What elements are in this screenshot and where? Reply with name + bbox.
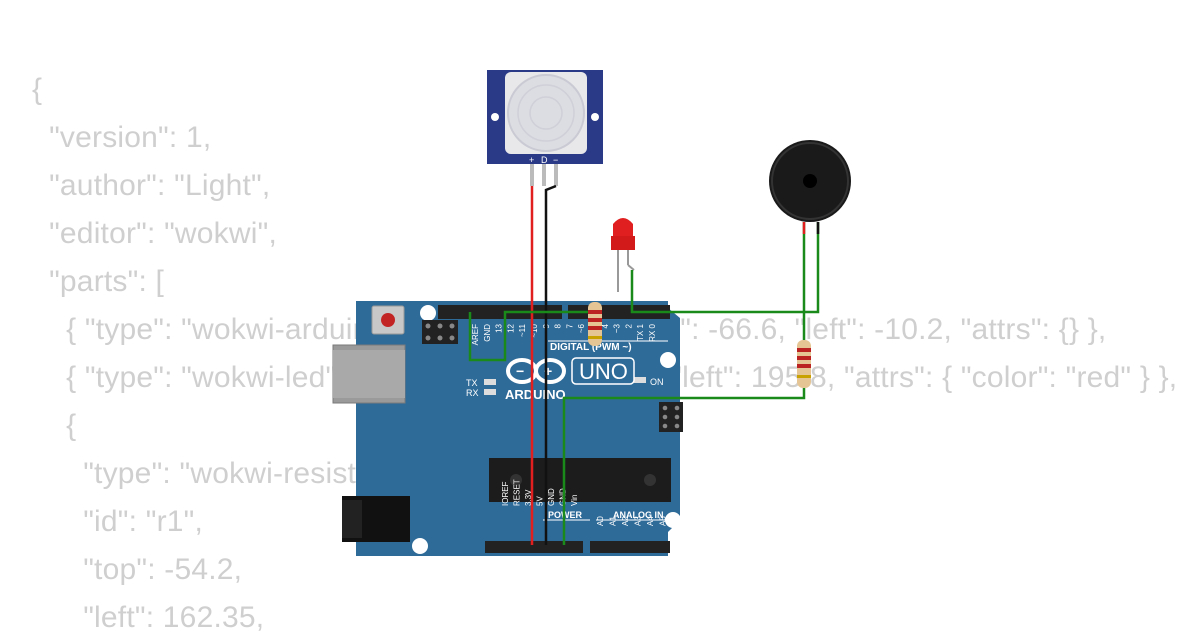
pin-label: GND xyxy=(547,488,556,506)
code-line: { xyxy=(32,409,77,442)
svg-text:+: + xyxy=(544,363,552,379)
pin-label: ~3 xyxy=(613,323,622,333)
wire-led-green xyxy=(468,310,596,362)
pin-label: 5V xyxy=(536,496,545,506)
mounting-hole xyxy=(660,352,676,368)
pin-label: A5 xyxy=(659,516,668,526)
atmega-chip xyxy=(489,458,671,502)
pin-label: GND xyxy=(483,324,492,342)
icsp-header xyxy=(422,320,458,344)
code-line: "id": "r1", xyxy=(32,505,204,538)
resistor-buzzer[interactable] xyxy=(797,340,811,388)
code-line: "left": 162.35, xyxy=(32,601,265,634)
code-line: "editor": "wokwi", xyxy=(32,217,277,250)
wires xyxy=(468,184,820,545)
svg-text:ON: ON xyxy=(650,377,664,387)
pin-label: A0 xyxy=(596,516,605,526)
pin-label: Vin xyxy=(570,495,579,506)
pin-label: 2 xyxy=(624,323,633,328)
code-line: "parts": [ xyxy=(32,265,165,298)
pin-label: ~11 xyxy=(518,323,527,337)
code-line: "top": -54.2, xyxy=(32,553,243,586)
svg-text:TX: TX xyxy=(466,378,478,388)
on-led: ON xyxy=(634,377,664,387)
code-line: "author": "Light", xyxy=(32,169,271,202)
pin-label: IOREF xyxy=(501,481,510,506)
pin-label: TX 1 xyxy=(636,323,645,340)
pin-label: A2 xyxy=(621,516,630,526)
pir-pin-vcc: + xyxy=(529,155,534,165)
digital-label: DIGITAL (PWM ~) xyxy=(550,342,632,353)
pin-label: A4 xyxy=(646,516,655,526)
pin-label: RX 0 xyxy=(648,323,657,341)
rx-led: RX xyxy=(466,388,496,398)
svg-text:−: − xyxy=(516,363,524,379)
reset-button[interactable] xyxy=(371,305,405,335)
pin-label: 3.3V xyxy=(524,489,533,506)
pin-label: 13 xyxy=(495,323,504,332)
code-line: { xyxy=(32,73,43,106)
svg-text:RX: RX xyxy=(466,388,479,398)
pin-label: AREF xyxy=(471,324,480,345)
pir-pin-data: D xyxy=(541,155,548,165)
pin-label: A1 xyxy=(609,516,618,526)
arduino-logo: − + xyxy=(506,358,566,384)
pin-label: 7 xyxy=(565,323,574,328)
icsp-header-right xyxy=(659,402,683,432)
pir-dome xyxy=(507,74,585,152)
pin-label: ~6 xyxy=(577,323,586,333)
wire-led-resistor xyxy=(630,222,820,314)
wire-gnd xyxy=(544,184,557,545)
analog-label: ANALOG IN xyxy=(613,510,664,520)
pin-label: ~10 xyxy=(530,323,539,337)
mounting-hole xyxy=(412,538,428,554)
pin-label: 12 xyxy=(506,323,515,332)
mounting-hole xyxy=(665,512,681,528)
pin-label: 4 xyxy=(601,323,610,328)
pir-sensor[interactable]: + D − xyxy=(487,70,603,186)
piezo-buzzer[interactable] xyxy=(769,140,851,222)
analog-header[interactable] xyxy=(590,541,670,553)
pin-label: 8 xyxy=(554,323,563,328)
pin-label: A3 xyxy=(634,516,643,526)
power-label: POWER xyxy=(548,510,583,520)
power-header[interactable] xyxy=(485,541,583,553)
pin-label: RESET xyxy=(513,479,522,506)
resistor-led[interactable] xyxy=(588,302,602,346)
pir-pins xyxy=(530,164,558,186)
pir-pin-gnd: − xyxy=(553,155,558,165)
uno-model-label: UNO xyxy=(579,359,628,384)
red-led[interactable] xyxy=(611,218,635,292)
wire-buzzer-return xyxy=(562,388,806,545)
arduino-brand-label: ARDUINO xyxy=(505,387,566,402)
tx-led: TX xyxy=(466,378,496,388)
code-line: "version": 1, xyxy=(32,121,212,154)
mounting-hole xyxy=(420,305,436,321)
